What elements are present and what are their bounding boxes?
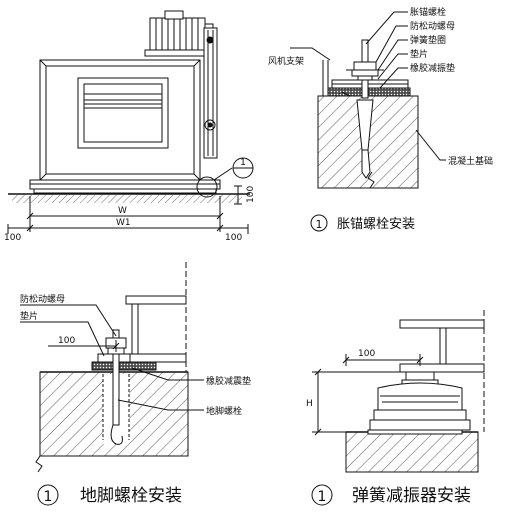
dim-h: H: [306, 368, 400, 436]
caption-b: 1 胀锚螺栓安装: [310, 214, 415, 232]
spring-isolator: [369, 371, 471, 431]
label-lock-nut-c: 防松动螺母: [20, 293, 65, 305]
dim-c-label: 100: [58, 336, 75, 346]
caption-d-number: 1: [318, 489, 327, 505]
dim-c: 100: [48, 336, 120, 352]
dim-height: 100: [234, 185, 256, 205]
anchor-bolt: [346, 39, 384, 99]
label-pad-c: 橡胶减震垫: [206, 375, 251, 387]
anchor-bolt-detail: 胀锚螺栓 防松动螺母 弹簧垫圈 垫片 橡胶减振垫 风机支架 混凝土基础 1 胀锚…: [268, 6, 493, 232]
steel-beam-d: [399, 310, 485, 432]
caption-c-text: 地脚螺栓安装: [80, 486, 182, 506]
section-mark: 1: [240, 158, 246, 168]
label-bolt-c: 地脚螺栓: [206, 405, 242, 417]
caption-c: 1 地脚螺栓安装: [37, 484, 182, 506]
motor: [144, 10, 214, 57]
fan-elevation: 1 W W1 100 100 100: [4, 10, 256, 243]
dim-w1: W1 100 100: [4, 218, 249, 243]
label-washer-c: 垫片: [20, 310, 38, 322]
concrete-slab-d: [345, 429, 479, 473]
label-rubber-pad: 橡胶减振垫: [410, 62, 455, 74]
label-concrete: 混凝土基础: [448, 155, 493, 167]
dim-d-label: 100: [358, 349, 375, 359]
ground-line: [8, 193, 250, 203]
label-lock-nut: 防松动螺母: [410, 20, 455, 32]
detail-callout: 1: [196, 157, 254, 198]
dim-height-label: 100: [246, 186, 256, 203]
caption-b-text: 胀锚螺栓安装: [337, 217, 415, 232]
label-anchor-bolt: 胀锚螺栓: [410, 6, 446, 18]
leader-lines-c: [20, 304, 204, 411]
dim-w-label: W: [118, 206, 127, 216]
label-fan-frame: 风机支架: [268, 55, 304, 67]
dim-right-label: 100: [225, 233, 242, 243]
base-frame: [29, 179, 221, 194]
steel-beam: [125, 262, 187, 372]
leader-lines: [290, 11, 446, 161]
label-washer: 垫片: [410, 48, 428, 60]
dim-w: W: [26, 196, 224, 232]
caption-d: 1 弹簧减振器安装: [311, 484, 471, 506]
dim-left-label: 100: [4, 233, 21, 243]
dim-w1-label: W1: [116, 218, 131, 228]
caption-d-text: 弹簧减振器安装: [352, 486, 471, 506]
dim-h-label: H: [306, 399, 313, 409]
fan-casing: [39, 59, 201, 181]
caption-c-number: 1: [44, 489, 53, 505]
dim-d: 100: [342, 349, 424, 366]
foundation-bolt-detail: 防松动螺母 垫片 橡胶减震垫 地脚螺栓 100 1 地脚螺栓安装: [20, 262, 251, 506]
concrete-slab: [35, 371, 189, 473]
fan-frame: [322, 60, 411, 97]
caption-b-number: 1: [316, 218, 323, 231]
belt-drive: [203, 27, 218, 159]
concrete-base: [317, 95, 419, 189]
label-spring-washer: 弹簧垫圈: [410, 34, 446, 46]
spring-isolator-detail: 100 H 1 弹簧减振器安装: [306, 310, 485, 506]
